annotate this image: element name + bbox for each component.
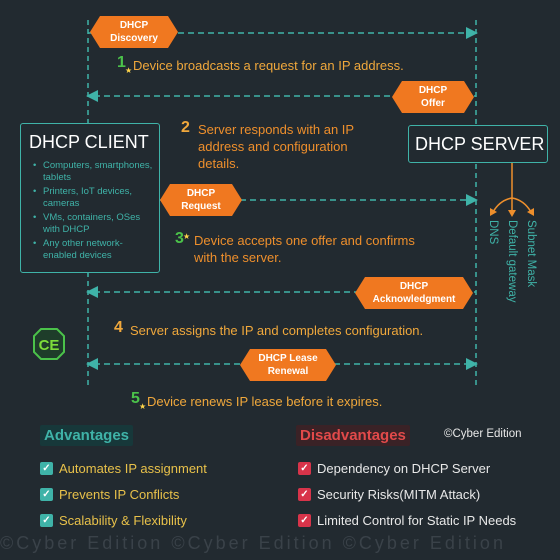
advantage-item-text: Prevents IP Conflicts — [59, 487, 180, 502]
step-3-text: Device accepts one offer and confirms wi… — [194, 233, 415, 265]
list-item: Any other network-enabled devices — [31, 238, 155, 262]
discovery-arrowhead — [466, 27, 478, 39]
server-title: DHCP SERVER — [415, 134, 545, 154]
client-title: DHCP CLIENT — [29, 132, 149, 152]
step-1-text: Device broadcasts a request for an IP ad… — [133, 58, 404, 73]
advantage-item: ✓ Automates IP assignment — [40, 461, 207, 476]
disadvantage-item-text: Dependency on DHCP Server — [317, 461, 491, 476]
dhcp-client-box: DHCP CLIENT Computers, smartphones, tabl… — [20, 123, 160, 273]
step-4-text: Server assigns the IP and completes conf… — [130, 323, 424, 338]
disadvantage-item-text: Security Risks(MITM Attack) — [317, 487, 481, 502]
logo-letters: CE — [39, 337, 60, 354]
subnet-arrowhead — [527, 208, 534, 216]
check-icon: ✓ — [298, 462, 311, 475]
advantage-item: ✓ Prevents IP Conflicts — [40, 487, 179, 502]
advantage-item-text: Automates IP assignment — [59, 461, 207, 476]
check-icon: ✓ — [40, 488, 53, 501]
tag-dhcp-request: DHCP Request — [160, 184, 242, 216]
check-icon: ✓ — [40, 514, 53, 527]
copyright-text: ©Cyber Edition — [444, 428, 522, 440]
advantage-item: ✓ Scalability & Flexibility — [40, 513, 187, 528]
advantages-heading: Advantages — [40, 425, 134, 446]
check-icon: ✓ — [298, 514, 311, 527]
check-icon: ✓ — [40, 462, 53, 475]
check-icon: ✓ — [298, 488, 311, 501]
tag-dhcp-discovery: DHCP Discovery — [90, 16, 178, 48]
cyber-edition-logo: CE — [33, 328, 65, 360]
list-item: Computers, smartphones, tablets — [31, 160, 155, 184]
disadvantage-item: ✓ Dependency on DHCP Server — [298, 461, 490, 476]
tag-ack-label: DHCP Acknowledgment — [372, 281, 456, 305]
renewal-arrowhead-left — [86, 358, 98, 370]
disadvantage-item: ✓ Security Risks(MITM Attack) — [298, 487, 480, 502]
client-device-list: Computers, smartphones, tablets Printers… — [31, 160, 155, 264]
server-output-subnet-mask: Subnet Mask — [525, 220, 537, 288]
star-icon: ★ — [125, 66, 133, 75]
step-4: 4 Server assigns the IP and completes con… — [114, 319, 424, 339]
star-icon: ★ — [183, 232, 191, 241]
step-5-text: Device renews IP lease before it expires… — [147, 394, 383, 409]
tag-dhcp-offer: DHCP Offer — [392, 81, 474, 113]
step-2: 2 Server responds with an IP address and… — [181, 119, 355, 172]
tag-request-label: DHCP Request — [181, 188, 221, 212]
disadvantage-item-text: Limited Control for Static IP Needs — [317, 513, 517, 528]
offer-arrowhead — [86, 90, 98, 102]
renewal-arrowhead-right — [466, 358, 478, 370]
request-arrowhead — [466, 194, 478, 206]
step-3: 3★ Device accepts one offer and confirms… — [175, 230, 415, 266]
server-output-branch-subnet — [511, 197, 532, 213]
gateway-arrowhead — [508, 210, 516, 217]
dns-arrowhead — [490, 208, 497, 216]
step-1-number: 1★ — [117, 54, 132, 75]
disadvantages-heading: Disadvantages — [296, 425, 410, 446]
star-icon: ★ — [139, 402, 147, 411]
advantage-item-text: Scalability & Flexibility — [59, 513, 187, 528]
step-4-number: 4 — [114, 319, 123, 336]
step-2-number: 2 — [181, 119, 190, 136]
list-item: Printers, IoT devices, cameras — [31, 186, 155, 210]
step-5-number: 5★ — [131, 390, 146, 411]
list-item: VMs, containers, OSes with DHCP — [31, 212, 155, 236]
tag-dhcp-lease-renewal: DHCP Lease Renewal — [240, 349, 336, 381]
server-output-branch-dns — [492, 197, 513, 213]
server-output-dns: DNS — [487, 220, 499, 245]
tag-renewal-label: DHCP Lease Renewal — [258, 353, 318, 377]
tag-offer-label: DHCP Offer — [418, 85, 448, 109]
step-1: 1★Device broadcasts a request for an IP … — [117, 54, 404, 75]
tag-dhcp-acknowledgment: DHCP Acknowledgment — [355, 277, 473, 309]
watermark: ©Cyber Edition ©Cyber Edition ©Cyber Edi… — [0, 533, 506, 553]
tag-discovery-label: DHCP Discovery — [110, 20, 158, 44]
step-2-text: Server responds with an IP address and c… — [198, 122, 355, 171]
step-5: 5★Device renews IP lease before it expir… — [131, 390, 383, 411]
disadvantage-item: ✓ Limited Control for Static IP Needs — [298, 513, 516, 528]
ack-arrowhead — [86, 286, 98, 298]
server-output-default-gateway: Default gateway — [506, 220, 518, 303]
step-3-number: 3★ — [175, 230, 191, 247]
dhcp-server-box: DHCP SERVER — [408, 125, 548, 163]
